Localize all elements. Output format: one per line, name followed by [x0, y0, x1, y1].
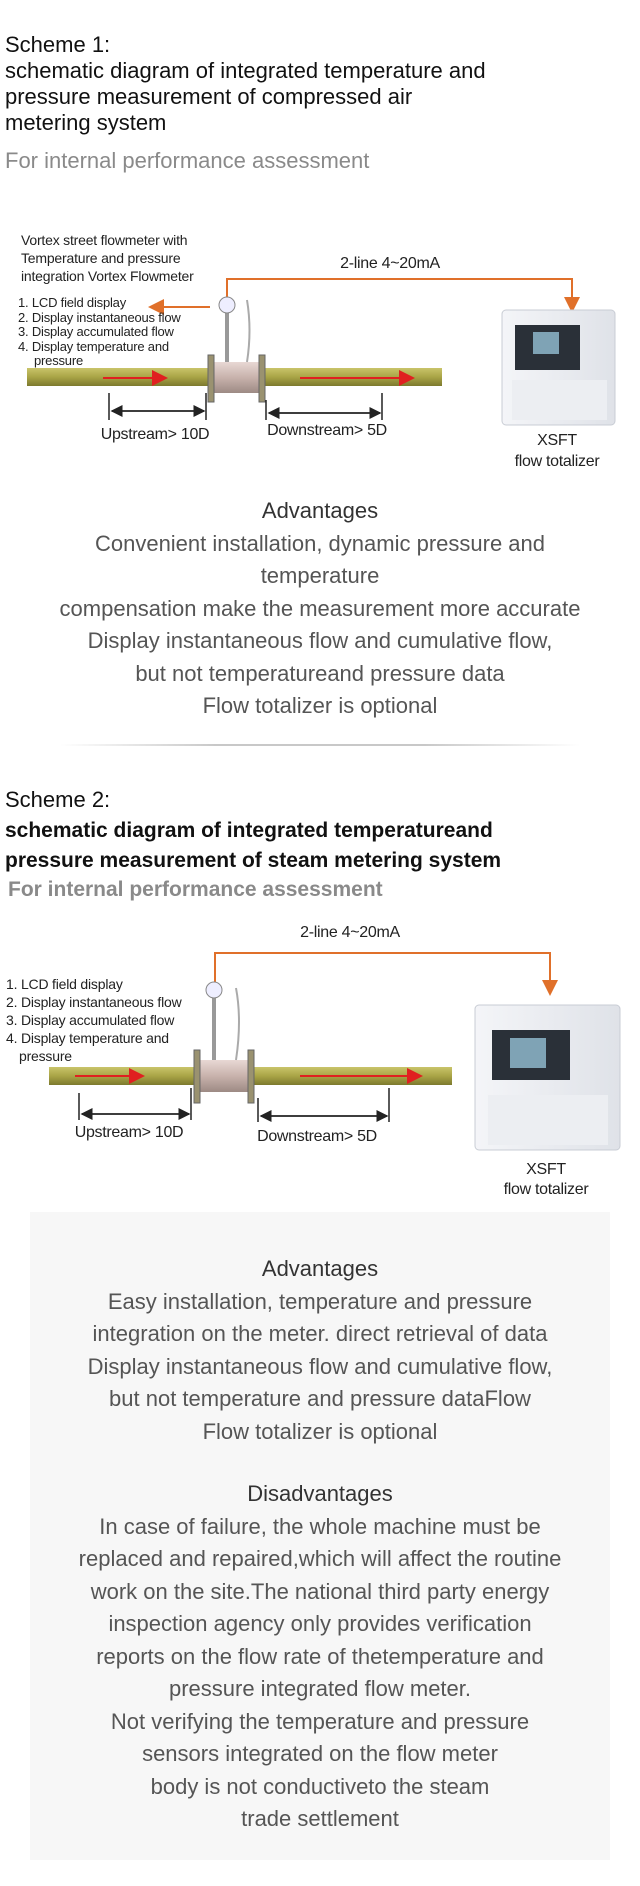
- feature-item: 3. Display accumulated flow: [18, 324, 174, 339]
- advantage-line: temperature: [260, 563, 380, 588]
- meter-caption: Vortex street flowmeter with Temperature…: [21, 231, 194, 285]
- feature-item: 3. Display accumulated flow: [6, 1012, 175, 1028]
- feature-item: 2. Display instantaneous flow: [6, 994, 182, 1010]
- feature-item: pressure: [34, 353, 83, 368]
- title-line: Scheme 1:: [5, 32, 111, 57]
- caption-line: Temperature and pressure: [21, 250, 181, 266]
- feature-item: 2. Display instantaneous flow: [18, 309, 181, 325]
- caption-line: Vortex street flowmeter with: [21, 232, 188, 248]
- scheme2-title: Scheme 2: schematic diagram of integrate…: [5, 785, 501, 877]
- disadvantage-line: sensors integrated on the flow meter: [142, 1741, 498, 1766]
- feature-list: 1. LCD field display 2. Display instanta…: [6, 975, 182, 1065]
- disadvantage-line: trade settlement: [241, 1806, 399, 1831]
- advantage-line: Convenient installation, dynamic pressur…: [94, 530, 546, 556]
- scheme2-subtitle: For internal performance assessment: [8, 878, 383, 901]
- signal-wire: [226, 278, 580, 313]
- signal-label: 2-line 4~20mA: [340, 255, 440, 272]
- upstream-label: Upstream> 10D: [100, 426, 210, 443]
- advantage-line: Flow totalizer is optional: [202, 1418, 438, 1444]
- totalizer-model: XSFT: [526, 1161, 566, 1178]
- flow-totalizer-cabinet: [501, 309, 616, 426]
- advantages-heading: Advantages: [261, 498, 379, 523]
- feature-item: 1. LCD field display: [6, 976, 123, 992]
- scheme2-notes-panel: [30, 1212, 610, 1860]
- advantage-line: but not temperature and pressure dataFlo…: [109, 1386, 531, 1411]
- title-line: schematic diagram of integrated temperat…: [5, 58, 486, 83]
- feature-item: 4. Display temperature and: [18, 338, 169, 354]
- scheme1-subtitle: For internal performance assessment: [5, 148, 370, 173]
- downstream-label: Downstream> 5D: [267, 422, 387, 439]
- disadvantage-line: Not verifying the temperature and pressu…: [110, 1708, 530, 1734]
- disadvantages-heading: Disadvantages: [247, 1481, 393, 1506]
- feature-item: 1. LCD field display: [18, 295, 126, 310]
- flange-left: [193, 1049, 201, 1104]
- caption-line: integration Vortex Flowmeter: [21, 268, 194, 284]
- title-line: pressure measurement of compressed air: [5, 84, 413, 109]
- signal-label: 2-line 4~20mA: [300, 924, 400, 941]
- flowmeter-body: [213, 362, 262, 393]
- feature-item: 4. Display temperature and: [6, 1030, 169, 1046]
- disadvantage-line: In case of failure, the whole machine mu…: [99, 1513, 541, 1539]
- disadvantage-line: body is not conductiveto the steam: [150, 1773, 490, 1799]
- advantage-line: integration on the meter. direct retriev…: [92, 1321, 548, 1346]
- disadvantage-line: inspection agency only provides verifica…: [108, 1611, 532, 1636]
- feature-list: 1. LCD field display 2. Display instanta…: [18, 295, 181, 369]
- feature-item: pressure: [19, 1048, 72, 1064]
- advantage-line: Flow totalizer is optional: [202, 693, 438, 718]
- disadvantage-line: reports on the flow rate of thetemperatu…: [96, 1643, 544, 1669]
- dimension-lines: [108, 393, 383, 420]
- advantage-line: compensation make the measurement more a…: [59, 595, 581, 621]
- title-line: pressure measurement of steam metering s…: [5, 849, 502, 872]
- pressure-tube: [235, 987, 240, 1061]
- title-line: metering system: [5, 110, 167, 135]
- totalizer-label: flow totalizer: [503, 1181, 589, 1198]
- scheme1-title: Scheme 1: schematic diagram of integrate…: [5, 32, 486, 136]
- disadvantage-line: pressure integrated flow meter.: [168, 1676, 472, 1701]
- upstream-label: Upstream> 10D: [74, 1124, 184, 1141]
- flange-left: [207, 354, 215, 403]
- downstream-label: Downstream> 5D: [257, 1128, 377, 1145]
- flange-right: [247, 1049, 255, 1104]
- totalizer-label: flow totalizer: [514, 453, 600, 470]
- title-line: Scheme 2:: [5, 787, 111, 812]
- flowmeter-body: [200, 1060, 250, 1092]
- scheme2-advantages: Advantages Easy installation, temperatur…: [0, 1253, 640, 1448]
- lcd-head-icon: [218, 296, 236, 314]
- disadvantage-line: work on the site.The national third part…: [90, 1578, 550, 1604]
- dimension-lines: [78, 1088, 390, 1122]
- disadvantage-line: replaced and repaired,which will affect …: [78, 1546, 562, 1571]
- scheme1-advantages: Advantages Convenient installation, dyna…: [0, 495, 640, 723]
- lcd-head-icon: [205, 981, 223, 999]
- flow-totalizer-cabinet: [474, 1004, 621, 1151]
- title-line: schematic diagram of integrated temperat…: [5, 818, 493, 842]
- advantage-line: Display instantaneous flow and cumulativ…: [87, 628, 553, 653]
- scheme2-disadvantages: Disadvantages In case of failure, the wh…: [0, 1478, 640, 1836]
- flange-right: [258, 354, 266, 403]
- section-divider: [60, 744, 580, 746]
- advantage-line: Easy installation, temperature and press…: [107, 1288, 533, 1314]
- scheme1-diagram: [27, 278, 616, 426]
- advantage-line: Display instantaneous flow and cumulativ…: [87, 1353, 553, 1379]
- pressure-tube: [246, 299, 251, 363]
- signal-wire: [214, 952, 558, 996]
- advantage-line: but not temperatureand pressure data: [135, 660, 505, 686]
- scheme2-diagram: [49, 952, 621, 1151]
- totalizer-model: XSFT: [537, 432, 577, 449]
- advantages-heading: Advantages: [261, 1256, 379, 1281]
